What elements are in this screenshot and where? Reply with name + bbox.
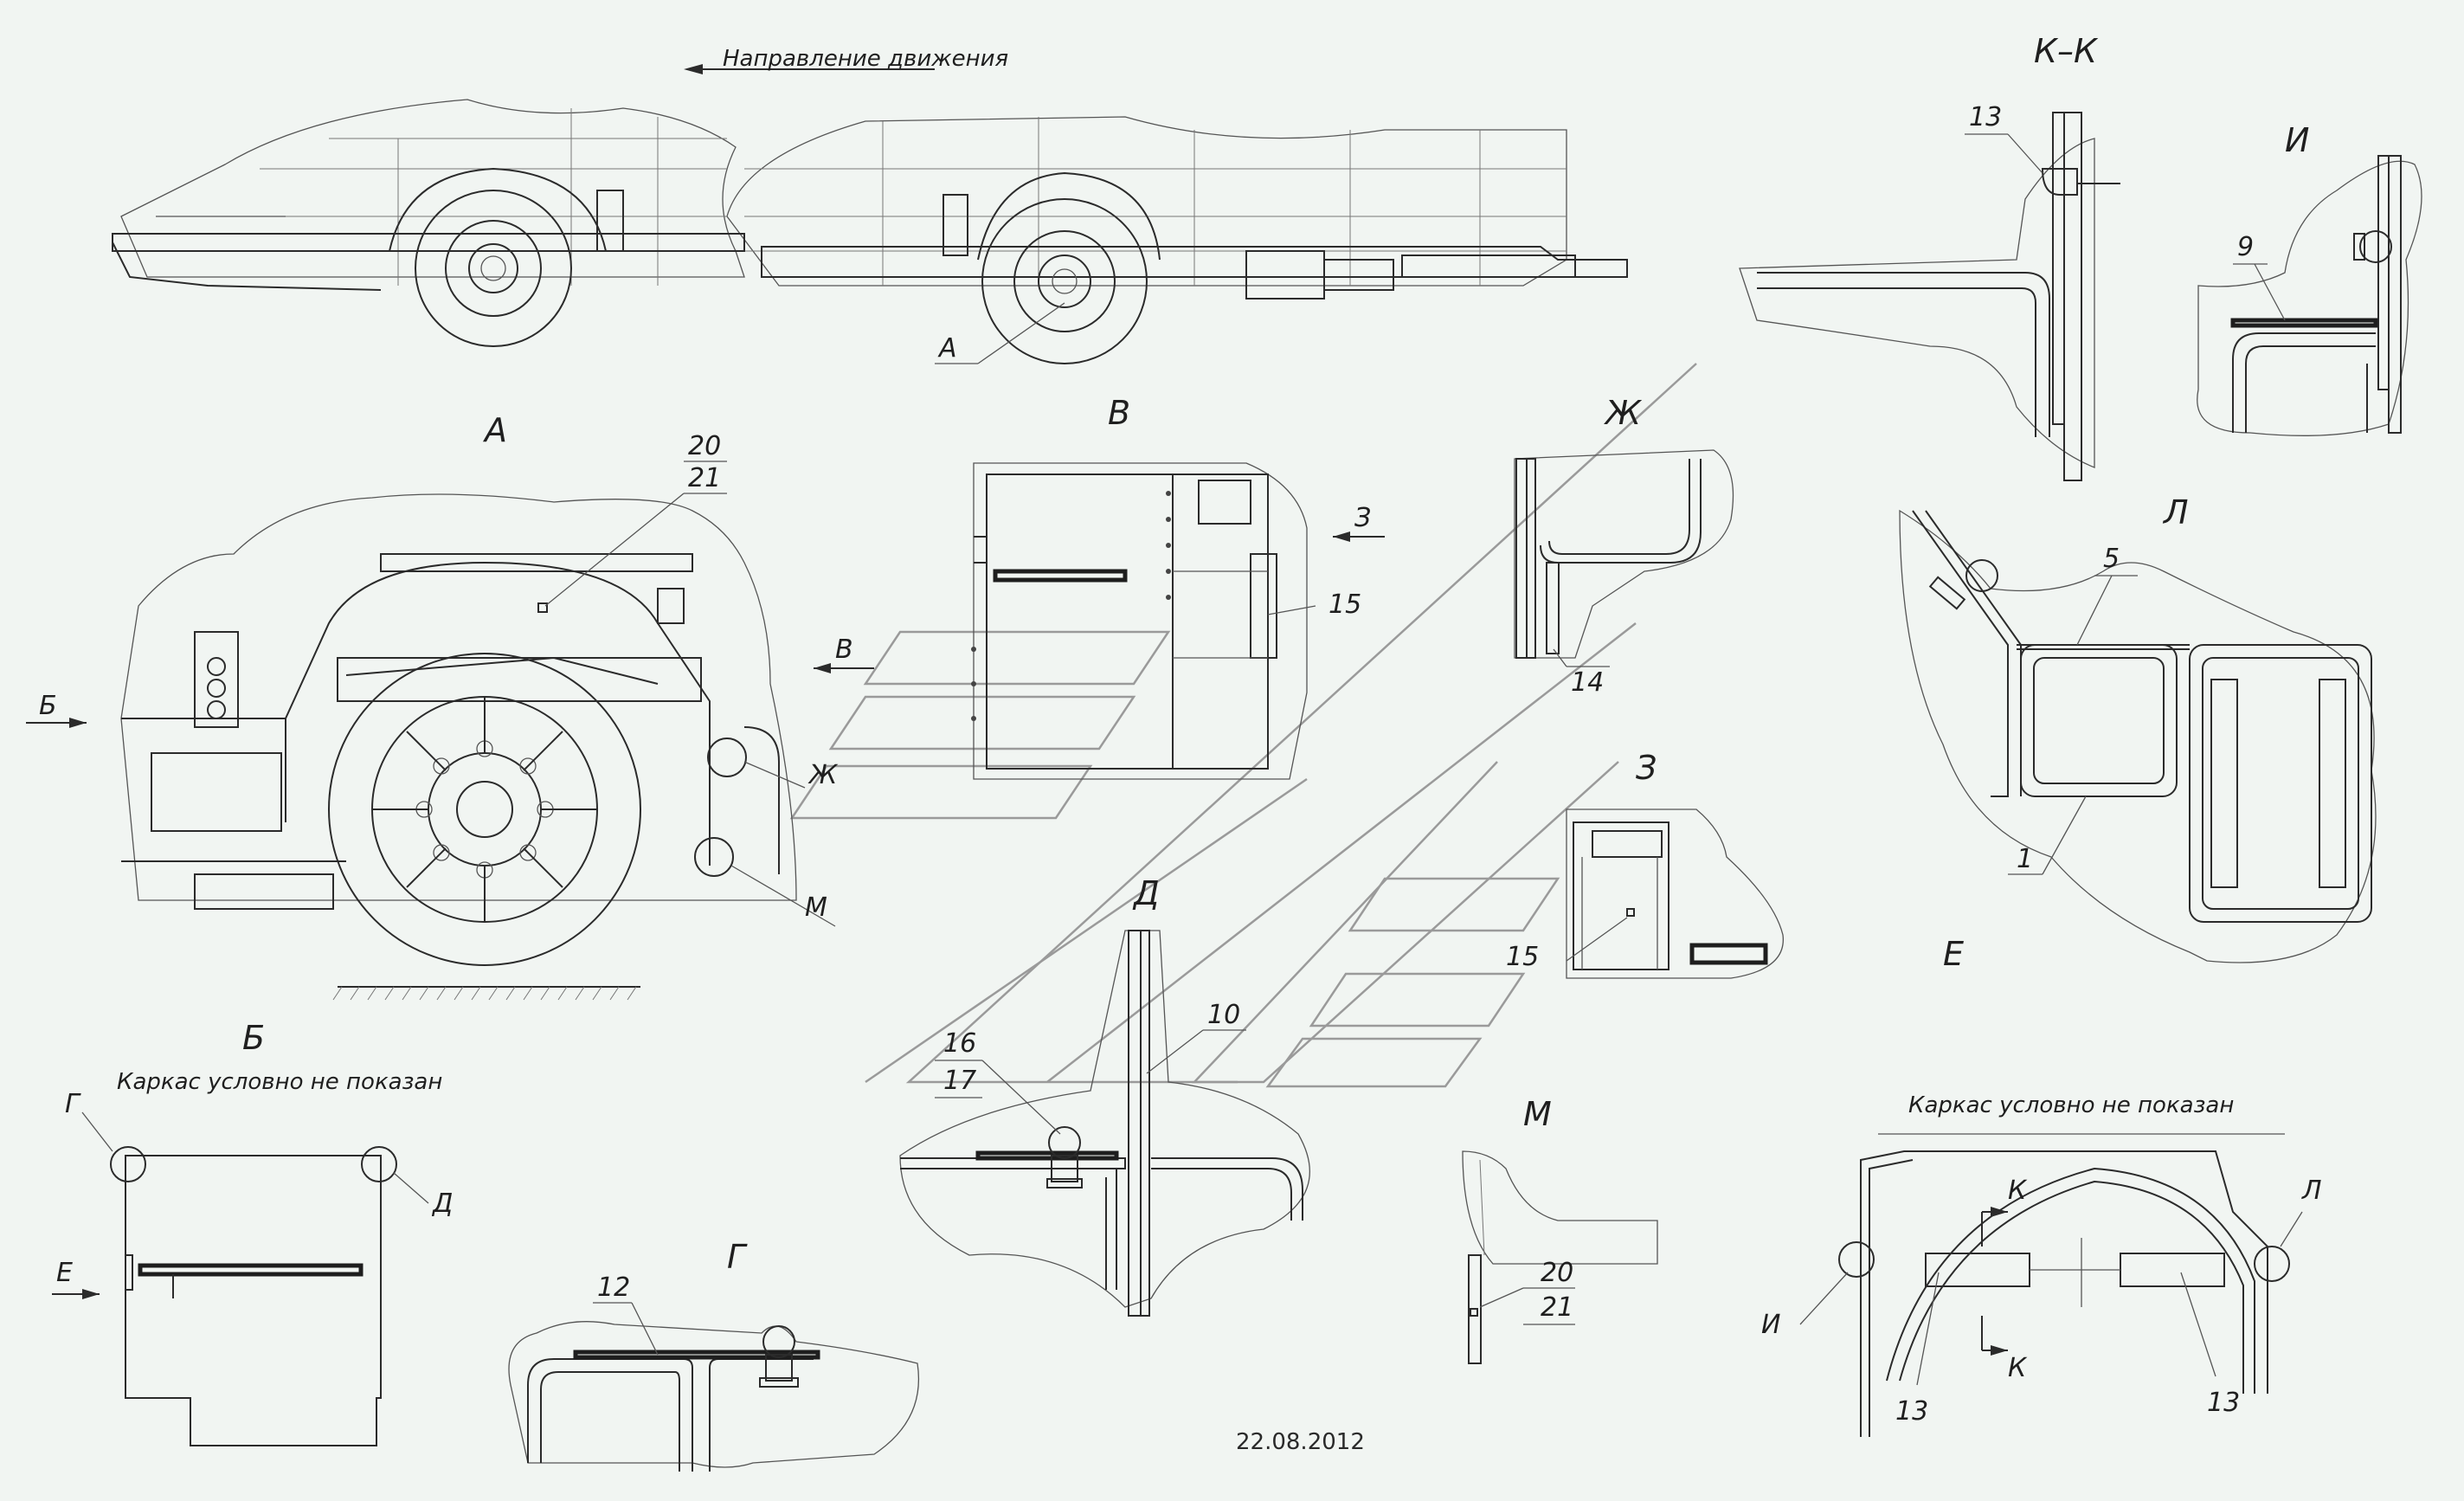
view-z: З 15 — [1506, 749, 1784, 979]
callout-20-m: 20 — [1541, 1258, 1573, 1288]
view-i: И 9 — [2197, 121, 2422, 436]
drawing-date: 22.08.2012 — [1236, 1429, 1365, 1455]
note-frame-hidden-e: Каркас условно не показан — [1908, 1092, 2234, 1118]
watermark-logo — [789, 363, 1697, 1088]
wheel-front — [389, 167, 607, 347]
note-frame-hidden-b: Каркас условно не показан — [117, 1069, 442, 1095]
view-kk: К–К 13 — [1739, 32, 2120, 481]
direction-label: Направление движения — [723, 46, 1008, 72]
callout-13-e1: 13 — [1895, 1396, 1928, 1427]
arrow-e: Е — [56, 1258, 73, 1288]
view-kk-title: К–К — [2034, 32, 2099, 70]
view-b-title: Б — [242, 1019, 265, 1057]
view-b: Б Каркас условно не показан Г Д Е — [52, 1019, 453, 1446]
callout-1: 1 — [2017, 844, 2033, 874]
view-l: Л 5 1 — [1899, 493, 2377, 963]
callout-14: 14 — [1571, 667, 1604, 698]
ref-g: Г — [65, 1089, 81, 1119]
wheel-view-a — [328, 653, 641, 966]
callout-21-m: 21 — [1541, 1292, 1573, 1323]
arrow-v: В — [835, 635, 853, 665]
callout-13-kk: 13 — [1969, 102, 2002, 132]
callout-16: 16 — [943, 1028, 976, 1059]
view-v-title: В — [1108, 394, 1130, 432]
view-a: А — [26, 411, 839, 1001]
view-m-title: М — [1523, 1095, 1552, 1133]
view-m: М 20 21 — [1462, 1095, 1658, 1364]
callout-10: 10 — [1207, 1000, 1240, 1030]
wheel-rear — [977, 171, 1161, 364]
view-zh-title: Ж — [1604, 394, 1643, 432]
arrow-b: Б — [39, 691, 57, 721]
callout-9: 9 — [2237, 232, 2254, 262]
ref-zh: Ж — [807, 760, 839, 790]
view-v: В 15 З В — [814, 394, 1385, 780]
ref-d: Д — [431, 1189, 453, 1219]
callout-13-e2: 13 — [2207, 1388, 2240, 1418]
ref-m: М — [805, 892, 827, 923]
callout-15-z: 15 — [1506, 942, 1539, 972]
view-z-title: З — [1636, 749, 1657, 787]
view-l-title: Л — [2162, 493, 2189, 531]
chassis-side-view: Направление движения — [112, 46, 1628, 364]
callout-15-v: 15 — [1329, 589, 1361, 620]
arrow-z: З — [1354, 503, 1371, 533]
callout-17: 17 — [943, 1066, 976, 1096]
callout-5: 5 — [2103, 544, 2120, 574]
view-e: Е Каркас условно не показан К К 13 13 И … — [1761, 935, 2322, 1437]
ref-i: И — [1761, 1310, 1780, 1340]
callout-21-a: 21 — [688, 463, 721, 493]
view-d-title: Д — [1132, 874, 1160, 912]
cut-k-top: К — [2008, 1176, 2028, 1206]
ref-a-top: А — [937, 333, 957, 364]
view-e-title: Е — [1943, 935, 1964, 973]
ref-l: Л — [2301, 1176, 2322, 1206]
cut-k-bot: К — [2008, 1353, 2028, 1383]
view-zh: Ж 14 — [1514, 394, 1734, 698]
view-d: Д 10 16 17 — [899, 874, 1310, 1317]
callout-12: 12 — [597, 1272, 630, 1303]
view-i-title: И — [2285, 121, 2309, 159]
view-g: Г 12 — [508, 1238, 920, 1472]
callout-20-a: 20 — [688, 431, 721, 461]
view-a-title: А — [482, 411, 507, 449]
view-g-title: Г — [727, 1238, 748, 1276]
